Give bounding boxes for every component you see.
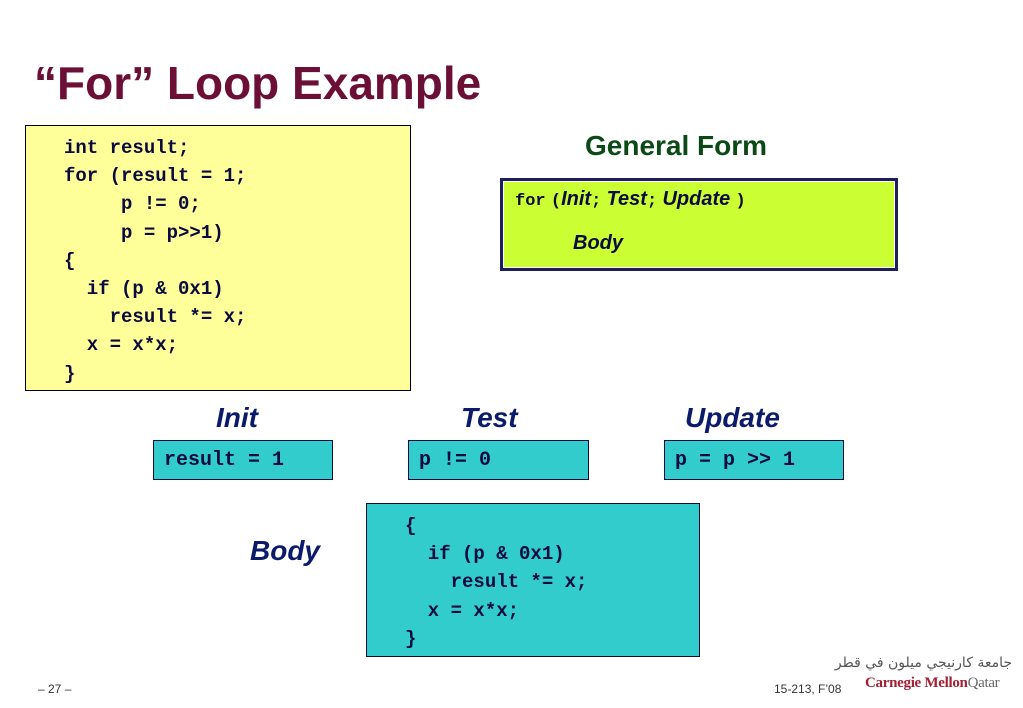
test-label: Test: [461, 402, 518, 433]
code-line: int result;: [64, 137, 190, 159]
course-label: 15-213, F’08: [774, 682, 842, 696]
general-form-box: for (Init; Test; Update ) Body: [500, 178, 898, 271]
update-placeholder: Update: [662, 188, 731, 210]
code-line: x = x*x;: [64, 334, 179, 357]
body-code-line: }: [405, 627, 417, 650]
page-number: – 27 –: [38, 682, 72, 696]
code-block: int result; for (result = 1; p != 0; p =…: [25, 125, 411, 391]
code-line: p = p>>1): [64, 221, 224, 244]
update-label: Update: [685, 402, 780, 433]
code-line: for (result = 1;: [64, 165, 247, 188]
body-code-line: x = x*x;: [405, 599, 520, 622]
logo-english-text: Carnegie MellonQatar: [865, 675, 1000, 692]
general-form-heading: General Form: [585, 130, 768, 161]
body-code-box: { if (p & 0x1) result *= x; x = x*x; }: [366, 503, 700, 657]
general-form-inner: for (Init; Test; Update ) Body: [503, 181, 895, 268]
update-code-box: p = p >> 1: [664, 440, 844, 480]
logo-carnegie-mellon: Carnegie Mellon: [865, 675, 968, 691]
update-code: p = p >> 1: [675, 449, 796, 472]
body-code-line: {: [405, 515, 417, 537]
body-code-line: if (p & 0x1): [405, 543, 565, 566]
test-placeholder: Test: [606, 188, 647, 210]
body-code-line: result *= x;: [405, 571, 588, 594]
test-code-box: p != 0: [408, 440, 589, 480]
code-line: p != 0;: [64, 193, 201, 216]
code-line: }: [64, 362, 76, 385]
code-line: result *= x;: [64, 306, 247, 329]
body-placeholder: Body: [573, 232, 623, 254]
cmu-qatar-logo: جامعة كارنيجي ميلون في قطر Carnegie Mell…: [835, 655, 1014, 697]
open-paren: (: [550, 192, 562, 211]
init-code: result = 1: [164, 449, 285, 472]
init-placeholder: Init: [561, 188, 592, 210]
body-label: Body: [250, 535, 320, 566]
logo-arabic-text: جامعة كارنيجي ميلون في قطر: [834, 655, 1012, 671]
logo-qatar: Qatar: [967, 675, 1000, 691]
slide-title: “For” Loop Example: [34, 57, 482, 109]
general-form-for-line: for (Init; Test; Update ): [515, 188, 746, 211]
test-code: p != 0: [419, 449, 492, 472]
init-code-box: result = 1: [153, 440, 333, 480]
semicolon: ;: [646, 192, 658, 211]
code-line: if (p & 0x1): [64, 278, 224, 301]
init-label: Init: [216, 402, 258, 433]
close-paren: ): [735, 192, 746, 211]
semicolon: ;: [591, 192, 602, 211]
for-keyword: for: [515, 192, 546, 211]
code-line: {: [64, 249, 76, 272]
